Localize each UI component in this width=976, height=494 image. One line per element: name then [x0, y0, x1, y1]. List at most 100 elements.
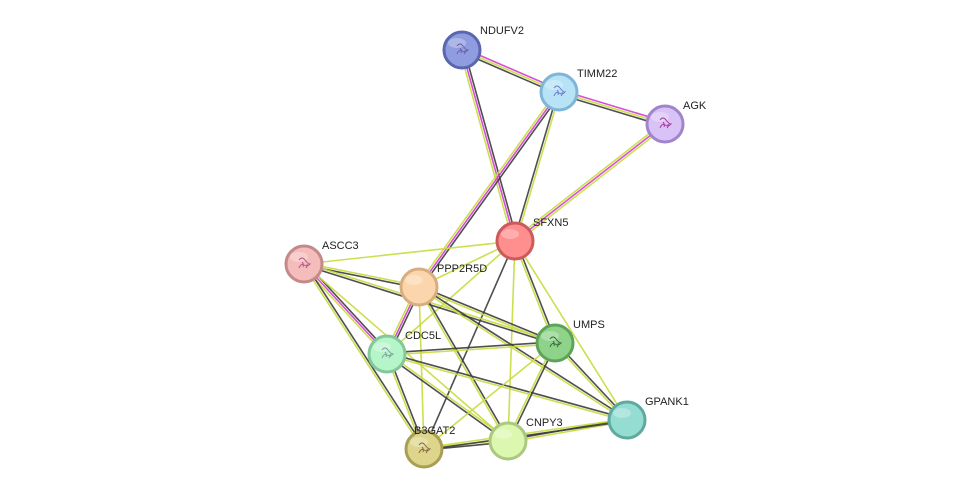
edge-line-dark [513, 91, 559, 241]
node-highlight [651, 112, 669, 122]
edge-line-dark [463, 49, 518, 241]
protein-structure-icon [456, 43, 470, 55]
node-highlight [410, 437, 428, 447]
edge-line-magenta [461, 49, 516, 242]
node-cnpy3[interactable]: CNPY3 [488, 417, 563, 461]
node-highlight [613, 408, 631, 418]
protein-structure-icon [659, 117, 673, 129]
edge-line-yellow [303, 240, 516, 265]
node-ascc3[interactable]: ASCC3 [284, 240, 359, 284]
edge-timm22-ppp2r5d[interactable] [416, 90, 562, 289]
edge-line-yellow [417, 287, 627, 422]
edge-line-dark [387, 352, 628, 420]
edge-line-yellow [418, 286, 425, 450]
node-circle-ndufv2[interactable] [442, 30, 482, 70]
edge-ppp2r5d-cnpy3[interactable] [417, 286, 510, 442]
edge-line-dark [419, 285, 629, 420]
edge-line-yellow [515, 125, 667, 244]
node-label-cdc5l: CDC5L [405, 330, 441, 342]
protein-structure-icon [298, 257, 312, 269]
edge-line-yellow [418, 287, 555, 345]
edge-line-dark [420, 92, 562, 289]
edge-line-magenta [418, 91, 560, 288]
node-cdc5l[interactable]: CDC5L [367, 330, 441, 374]
node-circle-sfxn5[interactable] [495, 221, 535, 261]
node-label-ppp2r5d: PPP2R5D [437, 263, 487, 275]
node-circle-b3gat2[interactable] [404, 429, 444, 469]
node-circle-timm22[interactable] [539, 72, 579, 112]
node-circle-cdc5l[interactable] [367, 334, 407, 374]
edge-ndufv2-sfxn5[interactable] [459, 49, 518, 242]
edge-sfxn5-b3gat2[interactable] [423, 240, 516, 450]
node-highlight [290, 252, 308, 262]
edge-line-magenta [303, 263, 388, 355]
edge-line-dark [303, 264, 555, 345]
edge-ppp2r5d-gpank1[interactable] [417, 285, 629, 422]
node-circle-umps[interactable] [535, 323, 575, 363]
edge-timm22-sfxn5[interactable] [513, 91, 561, 242]
node-highlight [494, 429, 512, 439]
node-label-sfxn5: SFXN5 [533, 217, 568, 229]
node-label-ndufv2: NDUFV2 [480, 25, 524, 37]
node-highlight [501, 229, 519, 239]
node-label-gpank1: GPANK1 [645, 396, 689, 408]
edge-line-dark [423, 240, 516, 450]
edge-line-dark [386, 341, 555, 354]
protein-structure-icon [418, 442, 432, 454]
node-label-cnpy3: CNPY3 [526, 417, 563, 429]
node-b3gat2[interactable]: B3GAT2 [404, 425, 455, 469]
edge-line-yellow [304, 262, 420, 287]
edge-line-yellow [423, 342, 556, 450]
node-label-timm22: TIMM22 [577, 68, 617, 80]
node-circle-gpank1[interactable] [607, 400, 647, 440]
edge-line-yellow [387, 352, 510, 441]
edge-line-yellow [386, 240, 516, 355]
node-gpank1[interactable]: GPANK1 [607, 396, 689, 440]
protein-structure-icon [553, 85, 567, 97]
node-highlight [373, 342, 391, 352]
node-circle-agk[interactable] [645, 104, 685, 144]
node-label-agk: AGK [683, 100, 707, 112]
edge-sfxn5-cdc5l[interactable] [386, 240, 516, 355]
node-timm22[interactable]: TIMM22 [539, 68, 617, 112]
edge-line-yellow [513, 121, 665, 240]
node-highlight [545, 80, 563, 90]
edge-cdc5l-gpank1[interactable] [386, 352, 628, 422]
edge-cdc5l-umps[interactable] [386, 341, 556, 356]
edge-line-yellow [387, 343, 556, 356]
node-label-b3gat2: B3GAT2 [414, 425, 455, 437]
node-ndufv2[interactable]: NDUFV2 [442, 25, 524, 70]
edge-cdc5l-cnpy3[interactable] [385, 352, 510, 443]
edge-line-yellow [302, 264, 424, 451]
edge-ascc3-b3gat2[interactable] [302, 262, 426, 451]
edge-line-yellow [514, 240, 628, 421]
edge-line-magenta [514, 123, 666, 242]
node-circle-cnpy3[interactable] [488, 421, 528, 461]
node-highlight [405, 275, 423, 285]
edge-line-yellow [416, 90, 558, 287]
edge-agk-sfxn5[interactable] [513, 121, 667, 244]
edge-line-dark [419, 285, 556, 343]
node-highlight [448, 38, 466, 48]
edge-umps-b3gat2[interactable] [423, 342, 556, 450]
node-circle-ascc3[interactable] [284, 244, 324, 284]
edge-sfxn5-ascc3[interactable] [303, 240, 516, 265]
node-sfxn5[interactable]: SFXN5 [495, 217, 568, 261]
edge-ppp2r5d-b3gat2[interactable] [418, 286, 425, 450]
edge-line-yellow [386, 354, 627, 422]
node-agk[interactable]: AGK [645, 100, 707, 144]
node-circle-ppp2r5d[interactable] [399, 267, 439, 307]
edge-sfxn5-cnpy3[interactable] [507, 240, 516, 442]
node-umps[interactable]: UMPS [535, 319, 605, 363]
edge-line-yellow [417, 287, 508, 442]
edge-line-yellow [507, 240, 516, 442]
node-ppp2r5d[interactable]: PPP2R5D [399, 263, 487, 307]
edge-line-yellow [515, 92, 561, 242]
protein-structure-icon [549, 336, 563, 348]
edge-sfxn5-gpank1[interactable] [514, 240, 628, 421]
node-highlight [541, 331, 559, 341]
node-label-umps: UMPS [573, 319, 605, 331]
edge-ppp2r5d-umps[interactable] [418, 285, 556, 345]
